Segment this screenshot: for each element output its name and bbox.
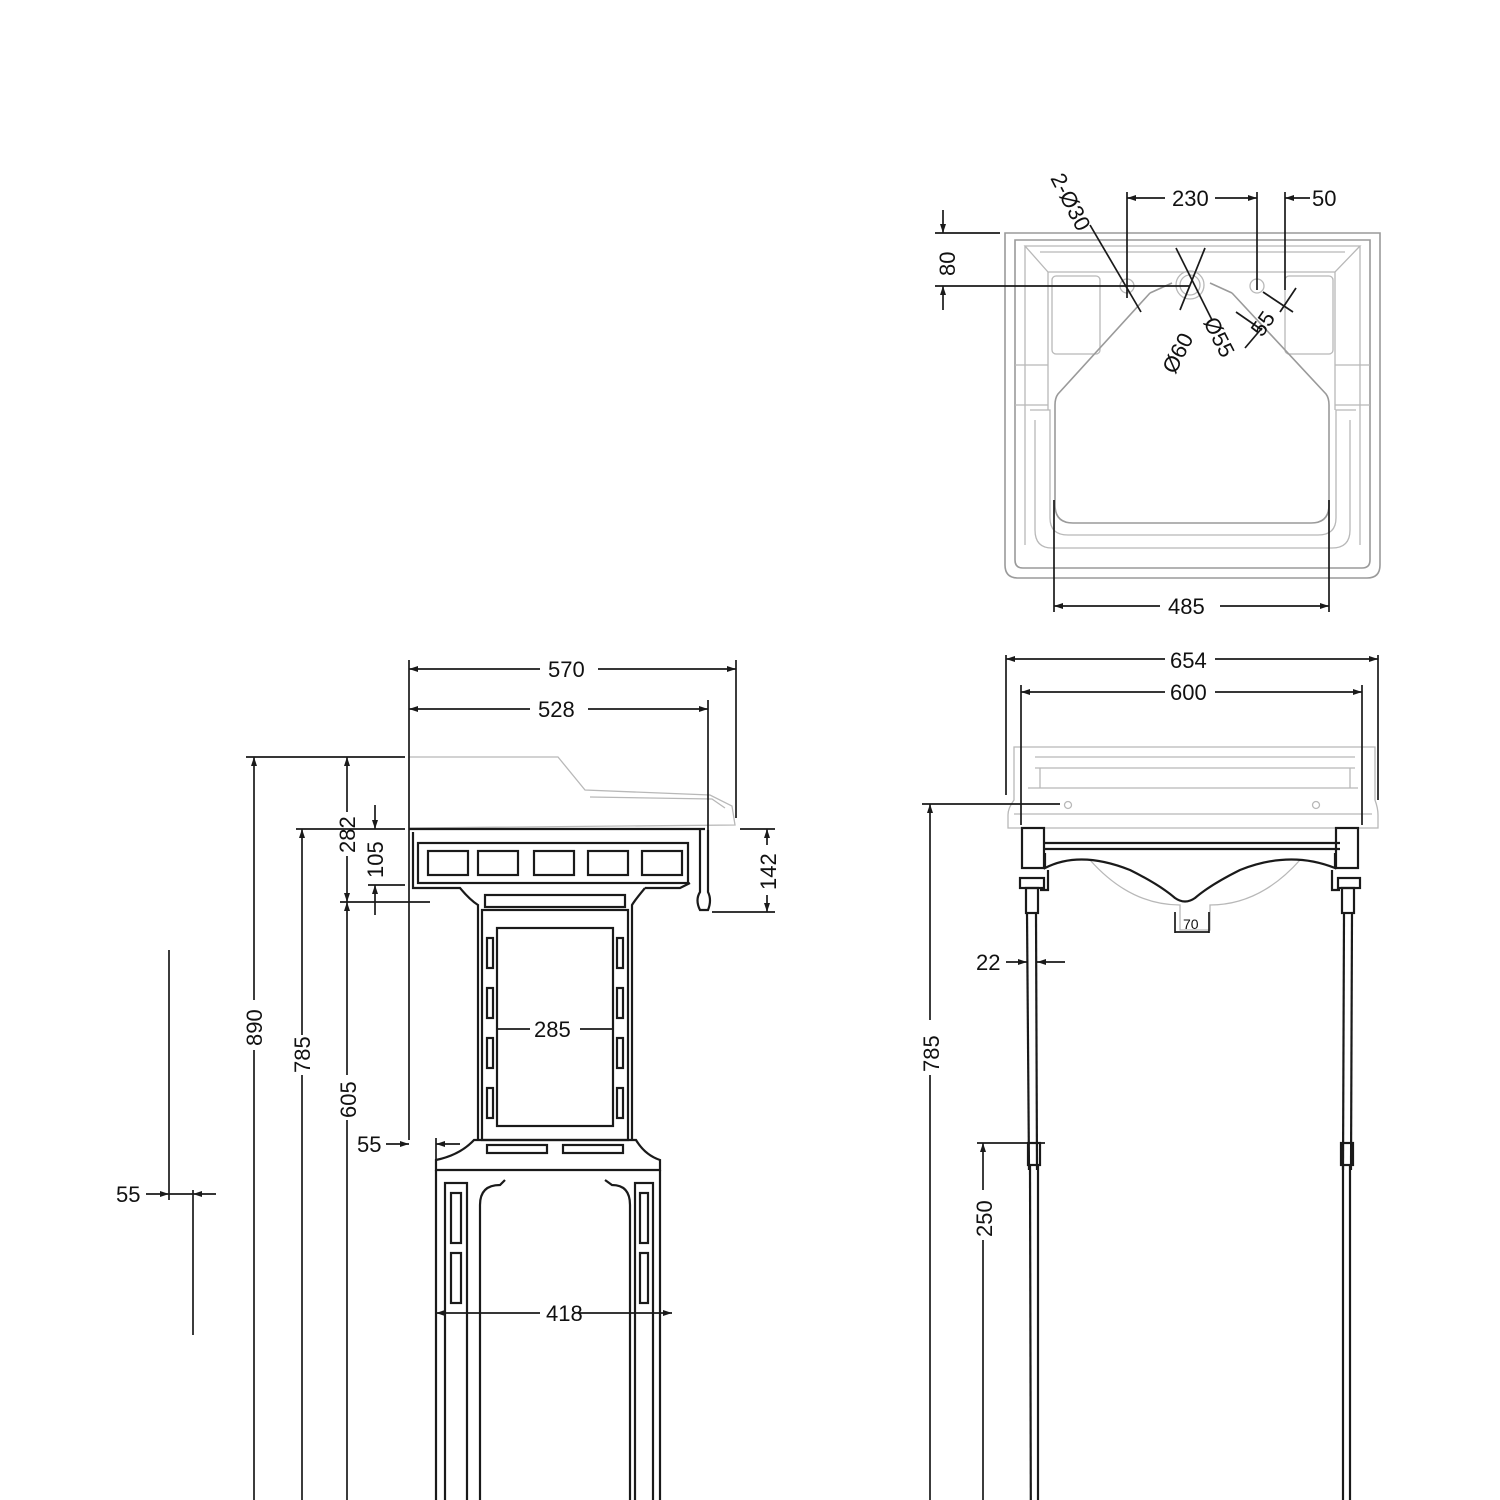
top-view-dimensions: 230 50 80 2-Ø30 Ø60 Ø55 55 485 bbox=[935, 169, 1336, 619]
dim-285: 285 bbox=[534, 1017, 571, 1042]
dim-654: 654 bbox=[1170, 648, 1207, 673]
dim-250: 250 bbox=[972, 1200, 997, 1237]
dim-418: 418 bbox=[546, 1301, 583, 1326]
dim-605: 605 bbox=[336, 1081, 361, 1118]
dim-105: 105 bbox=[363, 841, 388, 878]
dim-d55: Ø55 bbox=[1199, 313, 1240, 361]
dim-55-diag: 55 bbox=[1246, 306, 1281, 340]
front-view bbox=[1007, 746, 1379, 1500]
dim-890: 890 bbox=[242, 1009, 267, 1046]
dim-142: 142 bbox=[756, 853, 781, 890]
dim-50: 50 bbox=[1312, 186, 1336, 211]
dim-785-front: 785 bbox=[919, 1035, 944, 1072]
dim-55-foot: 55 bbox=[357, 1132, 381, 1157]
dim-22: 22 bbox=[976, 950, 1000, 975]
dim-70: 70 bbox=[1183, 916, 1199, 932]
dim-230: 230 bbox=[1172, 186, 1209, 211]
dim-80: 80 bbox=[935, 252, 960, 276]
dim-2-d30: 2-Ø30 bbox=[1046, 169, 1096, 235]
dim-570: 570 bbox=[548, 657, 585, 682]
dim-d60: Ø60 bbox=[1157, 329, 1198, 377]
dim-282: 282 bbox=[335, 816, 360, 853]
side-view bbox=[408, 756, 736, 1500]
dim-785-side: 785 bbox=[290, 1036, 315, 1073]
front-view-dimensions: 654 600 70 22 785 250 bbox=[919, 648, 1379, 1500]
dim-600: 600 bbox=[1170, 680, 1207, 705]
dim-485: 485 bbox=[1168, 594, 1205, 619]
top-view bbox=[1004, 232, 1381, 579]
dim-55-wall: 55 bbox=[116, 1182, 140, 1207]
side-view-dimensions: 570 528 890 785 605 282 105 142 bbox=[116, 657, 781, 1500]
dim-528: 528 bbox=[538, 697, 575, 722]
